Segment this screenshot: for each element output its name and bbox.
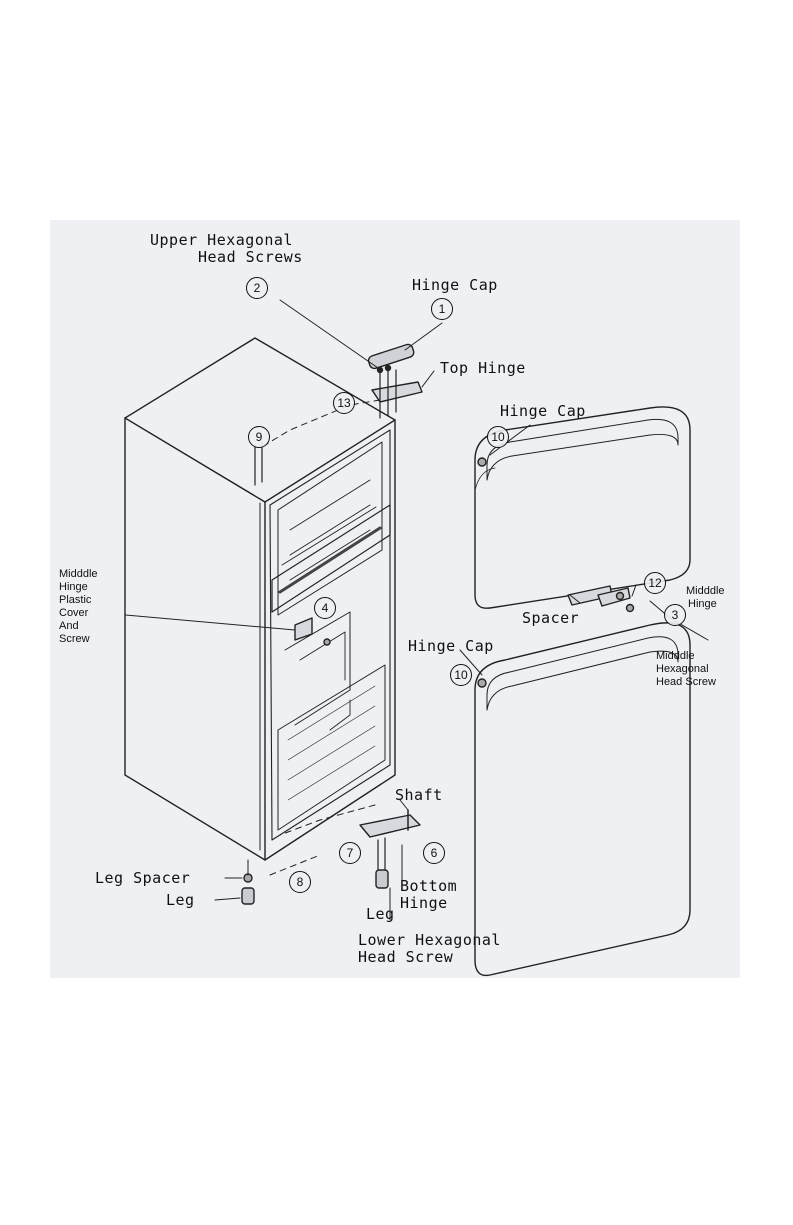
- bottom-hinge-label: Bottom Hinge: [400, 878, 457, 912]
- callout-4: 4: [314, 597, 336, 619]
- callout-10-lower: 10: [450, 664, 472, 686]
- hinge-cap-top-label: Hinge Cap: [412, 277, 498, 294]
- exploded-refrigerator-diagram: Upper Hexagonal Head Screws Hinge Cap To…: [50, 220, 740, 978]
- spacer-label: Spacer: [522, 610, 579, 627]
- callout-7: 7: [339, 842, 361, 864]
- callout-10-upper: 10: [487, 426, 509, 448]
- callout-1: 1: [431, 298, 453, 320]
- callout-8: 8: [289, 871, 311, 893]
- upper-hex-screws-label: Upper Hexagonal Head Screws: [150, 232, 303, 266]
- callout-12: 12: [644, 572, 666, 594]
- leg-spacer-label: Leg Spacer: [95, 870, 190, 887]
- hinge-cap-lower-door-label: Hinge Cap: [408, 638, 494, 655]
- leg-center-label: Leg: [366, 906, 395, 923]
- callout-13: 13: [333, 392, 355, 414]
- leg-left-label: Leg: [166, 892, 195, 909]
- middle-hinge-cover-label: Midddle Hinge Plastic Cover And Screw: [59, 568, 98, 646]
- hinge-cap-upper-door-label: Hinge Cap: [500, 403, 586, 420]
- diagram-drawing: [50, 220, 740, 978]
- middle-hex-screw-label: Midddle Hexagonal Head Screw: [656, 650, 716, 689]
- callout-6: 6: [423, 842, 445, 864]
- refrigerator-cabinet: [125, 338, 395, 860]
- shaft-label: Shaft: [395, 787, 443, 804]
- callout-3: 3: [664, 604, 686, 626]
- callout-9: 9: [248, 426, 270, 448]
- middle-hinge-label: Midddle Hinge: [686, 585, 725, 611]
- top-hinge-label: Top Hinge: [440, 360, 526, 377]
- lower-hex-screw-label: Lower Hexagonal Head Screw: [358, 932, 501, 966]
- callout-2: 2: [246, 277, 268, 299]
